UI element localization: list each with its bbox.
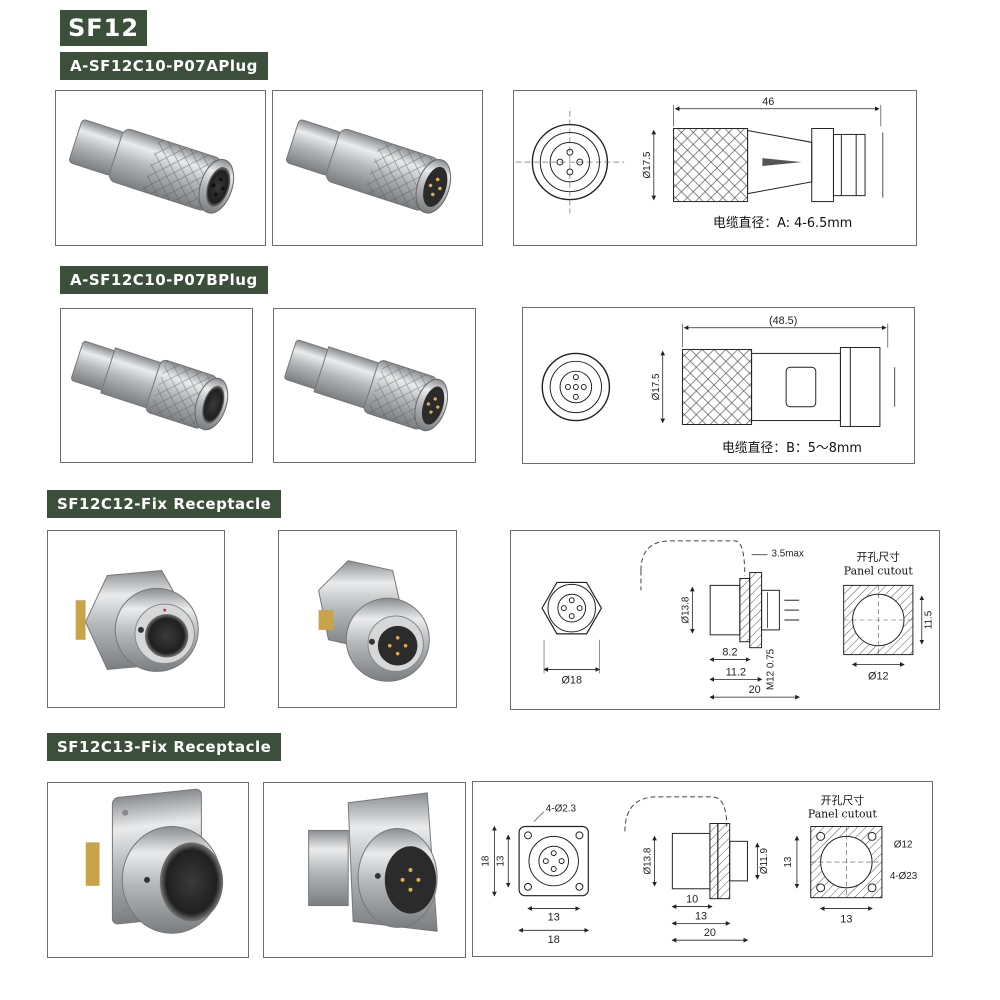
c13-dim-20: 20 <box>704 927 716 939</box>
c13-flange-outer-v: 18 <box>480 855 491 866</box>
c12-body-diameter: Ø13.8 <box>680 596 691 623</box>
plug-b-length: (48.5) <box>769 315 797 327</box>
plug-b-photo-socket <box>60 308 253 463</box>
plug-b-cable-note: 电缆直径：B：5～8mm <box>722 440 862 456</box>
c13-flange-outer-h: 18 <box>548 934 560 946</box>
section-title-b-plug: A-SF12C10-P07BPlug <box>60 266 268 294</box>
c13-flange-inner-h: 13 <box>548 911 560 923</box>
plug-a-diameter: Ø17.5 <box>642 151 653 178</box>
c13-cutout-diameter: Ø12 <box>894 839 913 850</box>
c12-cutout-subtitle: Panel cutout <box>844 565 914 578</box>
c12-panel-thickness: 3.5max <box>771 549 803 560</box>
c13-rear-diameter: Ø11.9 <box>759 848 770 875</box>
c12-dim-20: 20 <box>749 684 761 696</box>
plug-b-diameter: Ø17.5 <box>651 373 662 400</box>
c13-dim-13: 13 <box>695 910 707 922</box>
series-title: SF12 <box>60 10 148 46</box>
plug-b-photo-pin <box>273 308 476 463</box>
c13-body-diameter: Ø13.8 <box>643 847 654 874</box>
c13-holes: 4-Ø2.3 <box>546 804 577 815</box>
c12-photo-pin <box>278 530 457 708</box>
c13-cutout-holes: 4-Ø23 <box>890 871 918 882</box>
c12-front-diameter: Ø18 <box>561 674 582 686</box>
c12-dim-11-2: 11.2 <box>726 666 746 678</box>
c12-cutout-title: 开孔尺寸 <box>857 550 901 564</box>
c13-cutout-size-v: 13 <box>783 856 794 867</box>
c13-cutout-subtitle: Panel cutout <box>808 808 878 821</box>
section-title-c12: SF12C12-Fix Receptacle <box>47 490 282 518</box>
plug-a-drawing: 46 Ø17.5 电缆直径：A: 4-6.5mm <box>513 90 917 246</box>
section-title-a-plug: A-SF12C10-P07APlug <box>60 52 268 80</box>
c12-cutout-diameter: Ø12 <box>868 670 889 682</box>
c13-cutout-size-h: 13 <box>840 913 852 925</box>
c13-cutout-title: 开孔尺寸 <box>821 793 865 807</box>
c13-drawing: 4-Ø2.3 18 13 13 18 Ø13.8 Ø11.9 10 13 20 … <box>472 781 933 957</box>
c12-cutout-height: 11.5 <box>924 610 935 629</box>
plug-a-photo-pin <box>272 90 483 246</box>
c13-photo-pin <box>263 782 466 958</box>
plug-a-length: 46 <box>762 96 774 108</box>
plug-a-cable-note: 电缆直径：A: 4-6.5mm <box>713 215 852 231</box>
section-title-c13: SF12C13-Fix Receptacle <box>47 733 282 761</box>
c12-drawing: Ø18 Ø13.8 3.5max 8.2 11.2 20 M12 0.75 开孔… <box>510 530 940 710</box>
plug-b-drawing: (48.5) Ø17.5 电缆直径：B：5～8mm <box>522 307 915 464</box>
c12-thread: M12 0.75 <box>765 648 776 690</box>
c12-dim-8-2: 8.2 <box>722 647 737 659</box>
c13-flange-inner-v: 13 <box>495 855 506 866</box>
plug-a-photo-socket <box>55 90 266 246</box>
c13-photo-socket <box>47 782 249 958</box>
c13-dim-10: 10 <box>686 894 698 906</box>
c12-photo-socket <box>47 530 225 708</box>
